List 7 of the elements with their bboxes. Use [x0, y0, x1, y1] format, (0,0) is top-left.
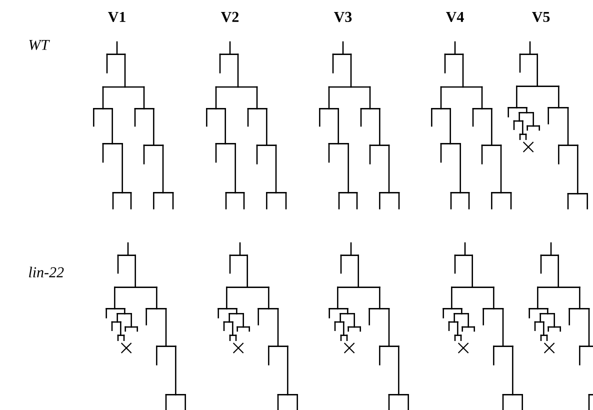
column-label: V3 [334, 12, 352, 22]
row-label: lin-22 [29, 266, 64, 278]
column-label: V1 [108, 12, 126, 22]
row-label: WT [29, 40, 50, 50]
column-label: V4 [446, 12, 464, 22]
column-label: V2 [221, 12, 239, 22]
column-label: V5 [532, 12, 550, 22]
